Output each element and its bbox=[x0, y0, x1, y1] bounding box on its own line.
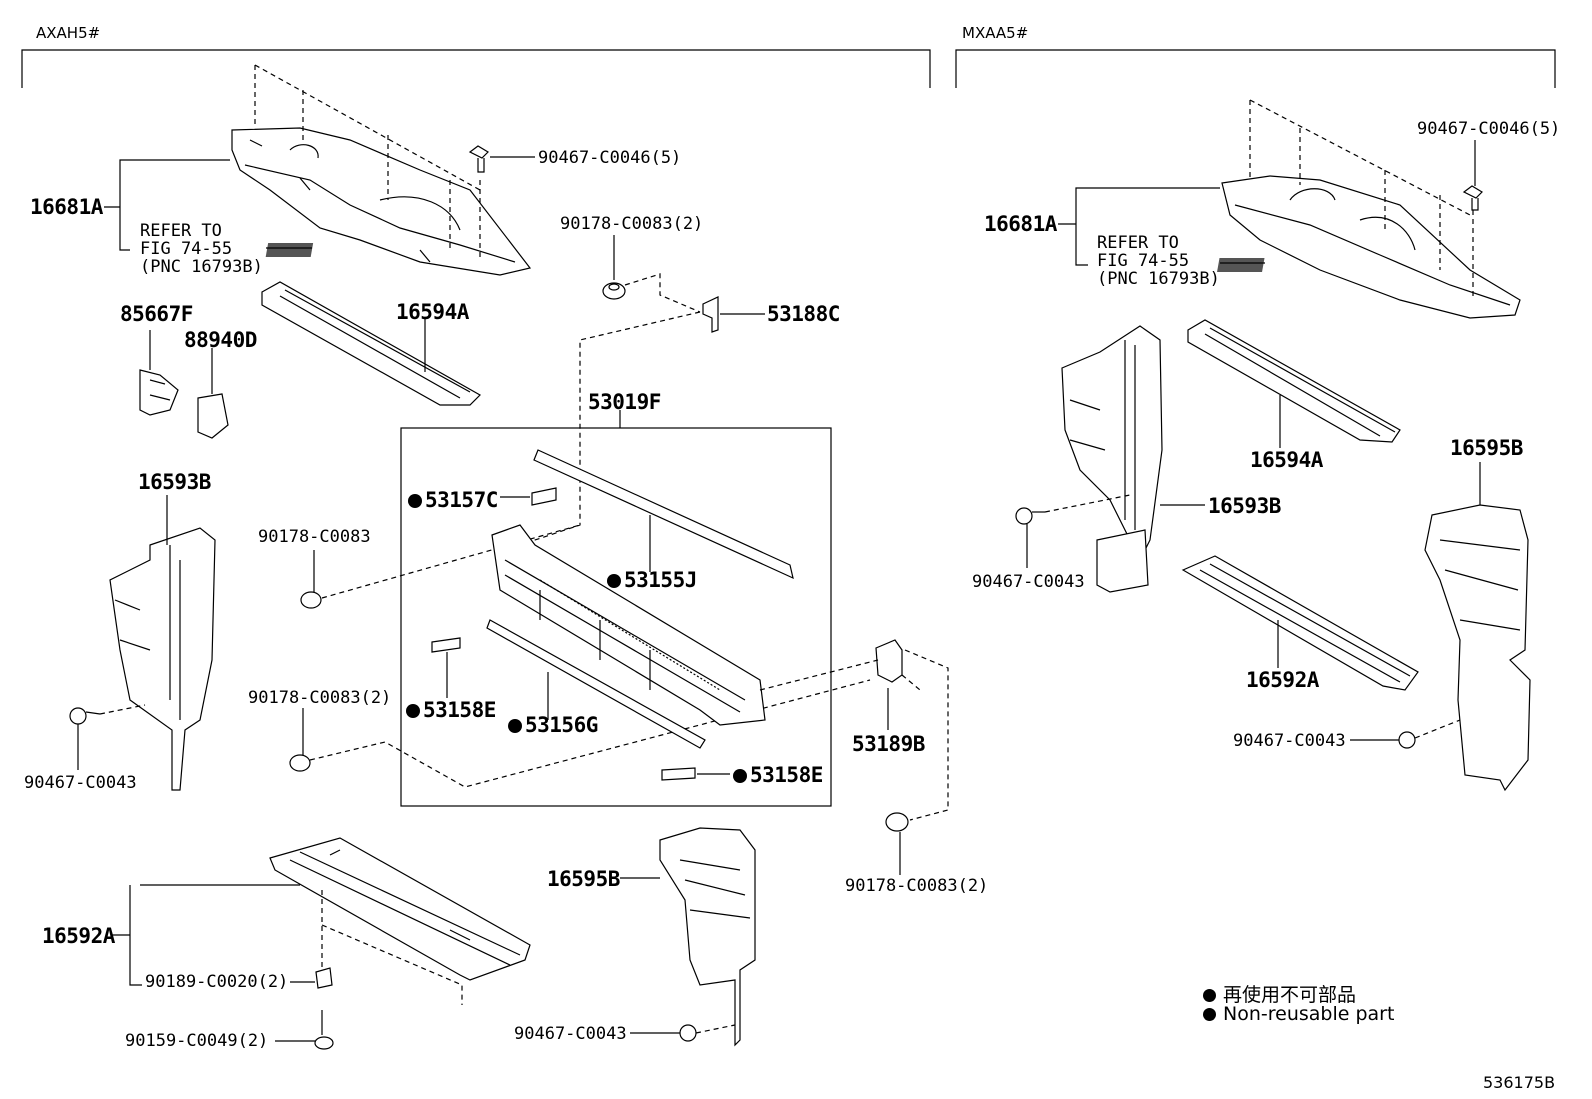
dashed-leaders-right-top bbox=[1249, 99, 1474, 300]
label-90178-C0083-2-bot[interactable]: 90178-C0083(2) bbox=[845, 876, 989, 896]
part-16594A-left bbox=[261, 281, 481, 406]
non-reusable-dot bbox=[607, 574, 621, 588]
bracket-53188C bbox=[702, 296, 765, 333]
part-16592A-right bbox=[1181, 555, 1419, 691]
non-reusable-dot bbox=[508, 719, 522, 733]
part-53157C bbox=[500, 487, 557, 506]
label-53158E-b-text: 53158E bbox=[750, 763, 823, 787]
bolt-90467-C0043-right-a bbox=[1015, 494, 1131, 568]
nut-90178-C0083-2-mid bbox=[289, 679, 871, 788]
label-88940D[interactable]: 88940D bbox=[184, 328, 257, 352]
label-16593B-right[interactable]: 16593B bbox=[1208, 494, 1281, 518]
box-53019F bbox=[400, 427, 832, 807]
part-16595B-left bbox=[620, 827, 756, 1047]
label-90189-C0020[interactable]: 90189-C0020(2) bbox=[145, 972, 289, 992]
legend-jp-text: 再使用不可部品 bbox=[1223, 984, 1357, 1006]
non-reusable-dot bbox=[733, 769, 747, 783]
clip-90467-C0046-right bbox=[1462, 140, 1483, 211]
label-53158E-b[interactable]: 53158E bbox=[733, 763, 823, 787]
part-53158E-a bbox=[431, 637, 461, 698]
nut-90178-top bbox=[602, 235, 626, 300]
label-refer-left: REFER TO FIG 74-55 (PNC 16793B) bbox=[140, 221, 263, 277]
leader-16681A bbox=[104, 159, 230, 251]
leader-16681A-right bbox=[1058, 187, 1220, 266]
part-16593B-right-lower bbox=[1096, 529, 1149, 593]
part-16592A-left bbox=[269, 837, 531, 981]
label-53156G[interactable]: 53156G bbox=[508, 713, 598, 737]
dash-53188C bbox=[624, 273, 701, 313]
label-16594A-left[interactable]: 16594A bbox=[396, 300, 469, 324]
legend-en: Non-reusable part bbox=[1203, 1003, 1394, 1025]
figure-id: 536175B bbox=[1483, 1073, 1556, 1092]
part-16593B-left bbox=[109, 495, 216, 791]
part-16681A-left bbox=[231, 127, 532, 276]
part-16593B-right bbox=[1061, 325, 1205, 562]
label-90467-C0043-left-a[interactable]: 90467-C0043 bbox=[24, 773, 137, 793]
part-53189B bbox=[759, 639, 949, 821]
label-16595B-left[interactable]: 16595B bbox=[547, 867, 620, 891]
screw-90159 bbox=[275, 1010, 334, 1050]
label-53155J[interactable]: 53155J bbox=[607, 568, 697, 592]
label-53157C-text: 53157C bbox=[425, 488, 498, 512]
dashed-leaders-left-top bbox=[254, 64, 481, 258]
part-16594A-right bbox=[1187, 319, 1401, 448]
label-16681A-left[interactable]: 16681A bbox=[30, 195, 103, 219]
legend-dot-icon bbox=[1203, 989, 1216, 1002]
part-53158E-b bbox=[661, 767, 730, 781]
label-90178-C0083-2-mid[interactable]: 90178-C0083(2) bbox=[248, 688, 392, 708]
label-53019F[interactable]: 53019F bbox=[588, 390, 661, 414]
label-refer-right: REFER TO FIG 74-55 (PNC 16793B) bbox=[1097, 233, 1220, 289]
part-53155J bbox=[533, 449, 794, 580]
label-90467-C0043-right-b[interactable]: 90467-C0043 bbox=[1233, 731, 1346, 751]
clip-90467-C0046-left bbox=[468, 145, 535, 173]
label-90178-C0083-2-top[interactable]: 90178-C0083(2) bbox=[560, 214, 704, 234]
label-90467-C0046-right[interactable]: 90467-C0046(5) bbox=[1417, 119, 1561, 139]
label-90467-C0043-left-b[interactable]: 90467-C0043 bbox=[514, 1024, 627, 1044]
clip-90189 bbox=[290, 967, 333, 989]
label-90178-C0083-mid[interactable]: 90178-C0083 bbox=[258, 527, 371, 547]
bolt-90467-C0043-left bbox=[69, 704, 146, 770]
legend-jp: 再使用不可部品 bbox=[1203, 980, 1356, 1007]
part-85667F bbox=[139, 330, 179, 416]
label-16592A-right[interactable]: 16592A bbox=[1246, 668, 1319, 692]
leader-16592A bbox=[112, 884, 300, 986]
non-reusable-dot bbox=[406, 704, 420, 718]
label-16592A-left[interactable]: 16592A bbox=[42, 924, 115, 948]
header-mxaa5: MXAA5# bbox=[962, 24, 1029, 42]
part-53156G bbox=[486, 619, 706, 749]
label-53155J-text: 53155J bbox=[624, 568, 697, 592]
dashed-16592A bbox=[321, 890, 463, 1005]
part-16681A-right bbox=[1217, 175, 1521, 319]
legend-dot-icon bbox=[1203, 1008, 1216, 1021]
label-53158E-a-text: 53158E bbox=[423, 698, 496, 722]
header-axah5: AXAH5# bbox=[36, 24, 101, 42]
mxaa5-bracket bbox=[955, 49, 1556, 88]
bolt-90467-C0043-b bbox=[630, 1024, 736, 1042]
label-16593B-left[interactable]: 16593B bbox=[138, 470, 211, 494]
label-53156G-text: 53156G bbox=[525, 713, 598, 737]
part-16595B-right bbox=[1424, 462, 1531, 792]
label-90159-C0049[interactable]: 90159-C0049(2) bbox=[125, 1031, 269, 1051]
part-88940D bbox=[197, 348, 229, 439]
bolt-90467-C0043-right-b bbox=[1350, 719, 1461, 749]
nut-90178-C0083-2-bot bbox=[885, 812, 909, 875]
label-85667F[interactable]: 85667F bbox=[120, 302, 193, 326]
legend-en-text: Non-reusable part bbox=[1223, 1003, 1395, 1025]
label-53188C[interactable]: 53188C bbox=[767, 302, 840, 326]
label-16594A-right[interactable]: 16594A bbox=[1250, 448, 1323, 472]
label-53158E-a[interactable]: 53158E bbox=[406, 698, 496, 722]
label-53189B[interactable]: 53189B bbox=[852, 732, 925, 756]
nut-90178-C0083-mid bbox=[300, 524, 581, 609]
label-90467-C0046-left[interactable]: 90467-C0046(5) bbox=[538, 148, 682, 168]
label-16681A-right[interactable]: 16681A bbox=[984, 212, 1057, 236]
label-16595B-right[interactable]: 16595B bbox=[1450, 436, 1523, 460]
axah5-bracket bbox=[21, 49, 931, 88]
part-grille-center bbox=[491, 524, 766, 726]
label-90467-C0043-right-a[interactable]: 90467-C0043 bbox=[972, 572, 1085, 592]
label-53157C[interactable]: 53157C bbox=[408, 488, 498, 512]
non-reusable-dot bbox=[408, 494, 422, 508]
